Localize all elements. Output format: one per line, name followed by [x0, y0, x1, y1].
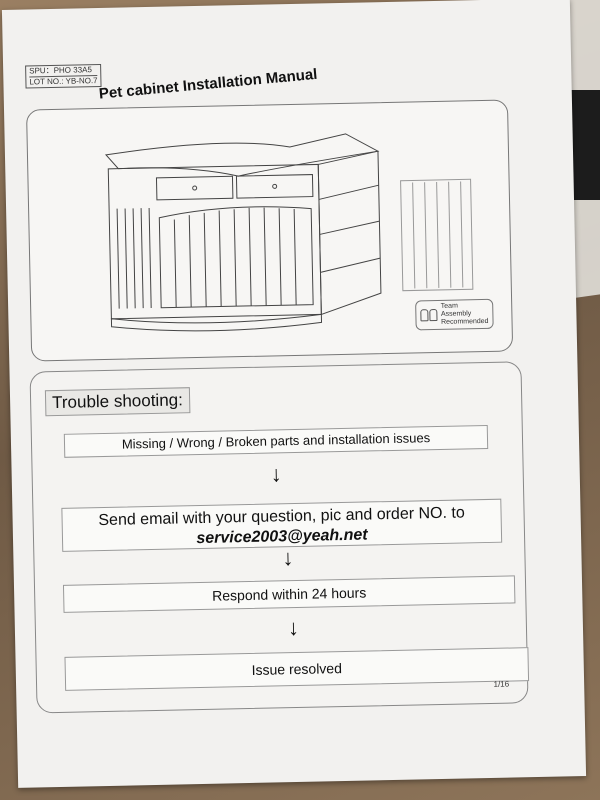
page-title: Pet cabinet Installation Manual	[98, 65, 319, 103]
cabinet-illustration-box: Team Assembly Recommended	[26, 99, 514, 362]
badge-line-recommended: Recommended	[441, 317, 489, 326]
manual-page: SPU：PHO 33A5 LOT NO.: YB-NO.7 Pet cabine…	[1, 0, 587, 788]
lot-number-label: LOT NO.: YB-NO.7	[29, 76, 98, 87]
step-missing-parts: Missing / Wrong / Broken parts and insta…	[63, 424, 489, 458]
down-arrow-icon: ↓	[287, 614, 300, 641]
step-issue-resolved: Issue resolved	[64, 647, 530, 691]
step-send-email: Send email with your question, pic and o…	[61, 498, 503, 552]
team-assembly-badge: Team Assembly Recommended	[414, 298, 494, 331]
lot-label-box: SPU：PHO 33A5 LOT NO.: YB-NO.7	[25, 63, 102, 89]
pet-cabinet-drawing	[104, 133, 474, 332]
down-arrow-icon: ↓	[270, 461, 282, 487]
page-number: 1/16	[493, 679, 510, 689]
troubleshooting-section: Trouble shooting: Missing / Wrong / Brok…	[29, 361, 530, 714]
troubleshooting-heading: Trouble shooting:	[44, 387, 191, 417]
down-arrow-icon: ↓	[282, 545, 294, 571]
two-people-icon	[419, 308, 438, 322]
step-respond: Respond within 24 hours	[62, 575, 516, 613]
